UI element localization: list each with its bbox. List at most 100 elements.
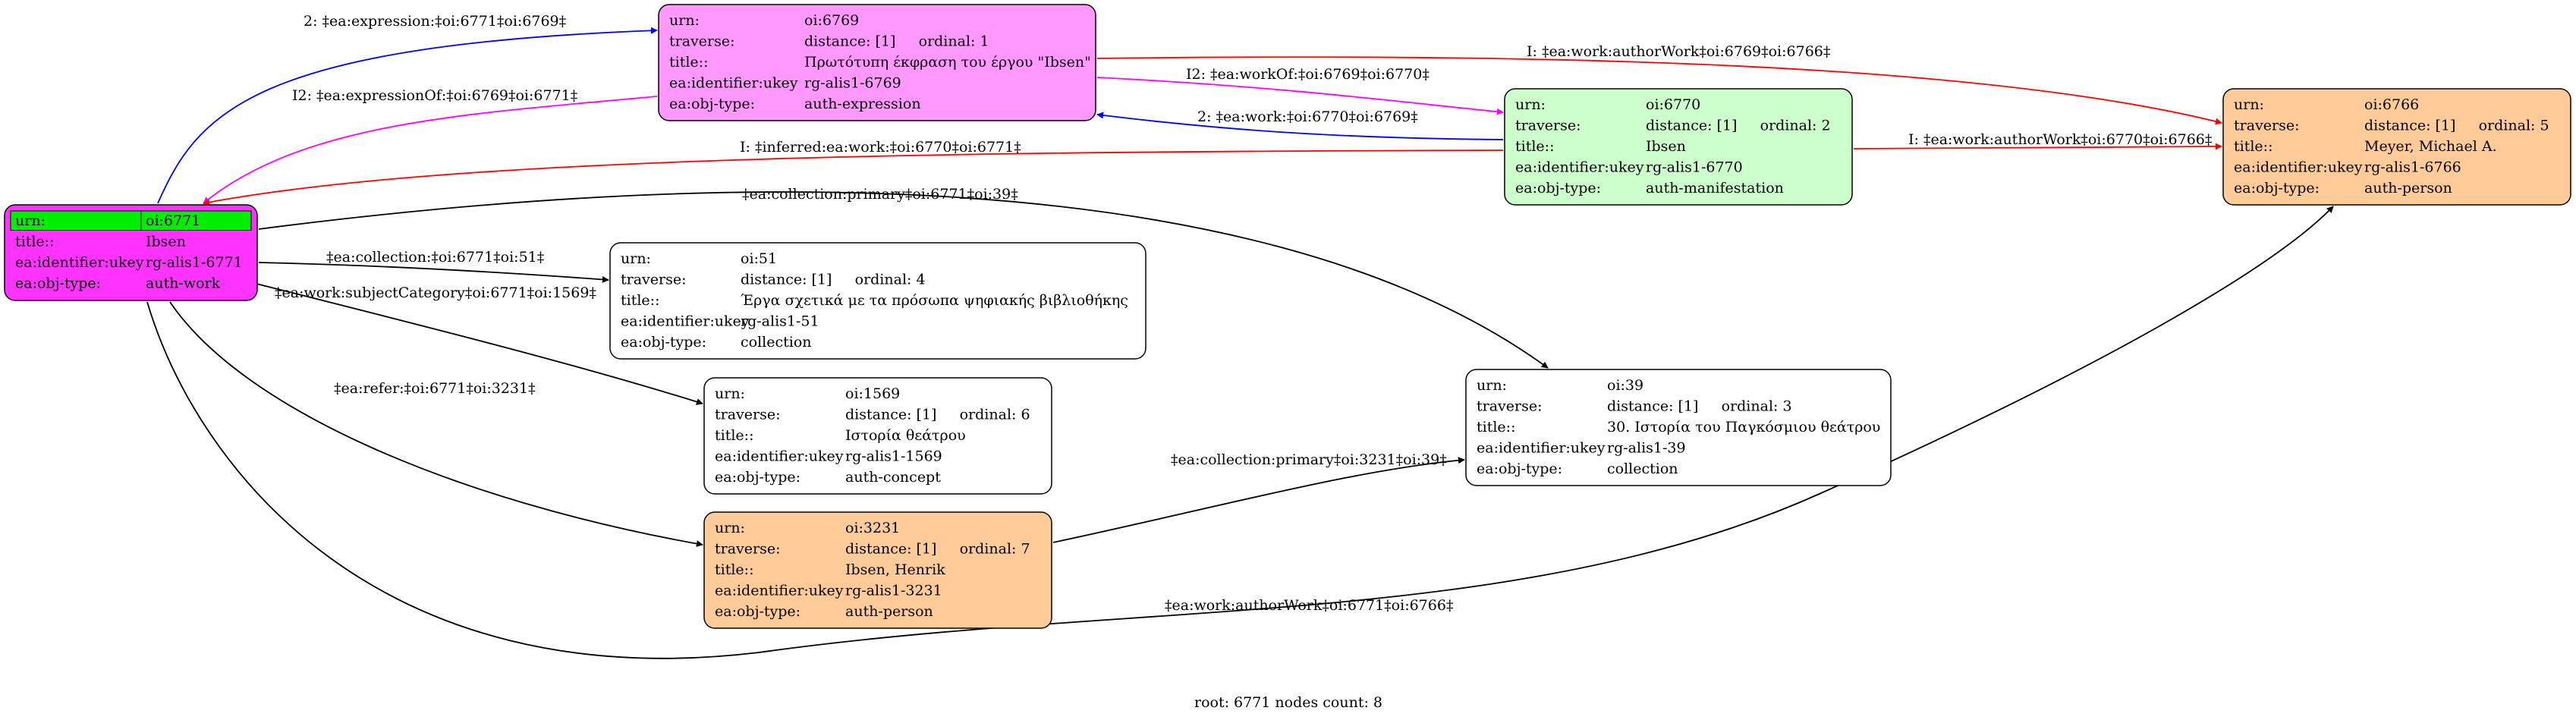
node-box bbox=[609, 242, 1146, 360]
node-field-key: ea:obj-type: bbox=[621, 334, 706, 351]
node-field-value: rg-alis1-6766 bbox=[2364, 159, 2461, 176]
node-field-key: title:: bbox=[669, 54, 708, 71]
node-field-value: rg-alis1-39 bbox=[1607, 440, 1686, 457]
footer-caption: root: 6771 nodes count: 8 bbox=[1194, 694, 1382, 711]
node-field-value: 30. Ιστορία του Παγκόσμιου θεάτρου bbox=[1607, 419, 1880, 435]
edge-label: ‡ea:collection:primary‡oi:3231‡oi:39‡ bbox=[1171, 451, 1447, 468]
edge-e11: ‡ea:refer:‡oi:6771‡oi:3231‡ bbox=[169, 301, 703, 548]
node-field-key: ea:obj-type: bbox=[1477, 461, 1562, 477]
node-field-key: urn: bbox=[1515, 96, 1546, 113]
node-field-value: oi:6771 bbox=[146, 212, 200, 229]
nodes-layer: urn:oi:6771title::Ibsenea:identifier:uke… bbox=[4, 4, 2571, 629]
node-oi3231: urn: oi:3231 traverse: distance: [1] ordina… bbox=[703, 511, 1052, 629]
node-field-key: urn: bbox=[715, 520, 745, 536]
edge-e5: 2: ‡ea:work:‡oi:6770‡oi:6769‡ bbox=[1096, 108, 1504, 140]
node-field-key: urn: bbox=[669, 12, 700, 29]
edge-line bbox=[1096, 112, 1504, 140]
node-field-key: title:: bbox=[715, 561, 753, 578]
node-field-value: rg-alis1-6771 bbox=[146, 254, 243, 271]
node-box bbox=[703, 511, 1052, 629]
edge-label: 2: ‡ea:work:‡oi:6770‡oi:6769‡ bbox=[1197, 108, 1418, 125]
edge-line bbox=[203, 96, 658, 204]
node-field-key: ea:identifier:ukey bbox=[1515, 159, 1644, 176]
edge-label: I: ‡ea:work:authorWork‡oi:6769‡oi:6766‡ bbox=[1527, 43, 1830, 60]
node-field-key: title:: bbox=[1515, 138, 1554, 155]
edge-label: ‡ea:collection:‡oi:6771‡oi:51‡ bbox=[326, 249, 544, 266]
node-field-value: auth-person bbox=[845, 603, 933, 620]
node-box bbox=[658, 4, 1096, 121]
node-field-value: collection bbox=[741, 334, 812, 351]
node-field-value: distance: [1] ordinal: 6 bbox=[845, 407, 1030, 423]
edge-label: I2: ‡ea:expressionOf:‡oi:6769‡oi:6771‡ bbox=[292, 87, 577, 104]
edge-e9: ‡ea:collection:‡oi:6771‡oi:51‡ bbox=[258, 249, 609, 283]
edge-line bbox=[1096, 56, 2222, 125]
edge-label: I: ‡ea:work:authorWork‡oi:6770‡oi:6766‡ bbox=[1908, 131, 2212, 148]
node-field-value: Ιστορία θεάτρου bbox=[845, 427, 966, 444]
node-field-key: traverse: bbox=[715, 541, 781, 558]
node-field-value: Πρωτότυπη έκφραση του έργου "Ibsen" bbox=[804, 54, 1091, 71]
node-field-key: ea:identifier:ukey bbox=[715, 583, 844, 599]
node-field-value: oi:3231 bbox=[845, 520, 900, 536]
edge-label: ‡ea:collection:primary‡oi:6771‡oi:39‡ bbox=[742, 186, 1018, 203]
node-field-value: rg-alis1-51 bbox=[741, 313, 819, 330]
edge-e12: ‡ea:collection:primary‡oi:3231‡oi:39‡ bbox=[1052, 451, 1465, 543]
node-field-value: distance: [1] ordinal: 1 bbox=[804, 33, 989, 50]
edge-e10: ‡ea:work:subjectCategory‡oi:6771‡oi:1569… bbox=[250, 281, 703, 405]
node-field-value: rg-alis1-6769 bbox=[804, 75, 901, 92]
node-box bbox=[2222, 88, 2571, 206]
node-field-value: oi:6770 bbox=[1646, 96, 1700, 113]
node-field-key: traverse: bbox=[2234, 118, 2300, 134]
node-field-key: urn: bbox=[2234, 96, 2264, 113]
node-field-value: collection bbox=[1607, 461, 1678, 477]
node-field-key: ea:identifier:ukey bbox=[669, 75, 798, 92]
node-oi6771: urn:oi:6771title::Ibsenea:identifier:uke… bbox=[4, 204, 258, 301]
node-field-key: ea:identifier:ukey bbox=[621, 313, 750, 330]
node-field-value: Ibsen bbox=[146, 234, 186, 250]
edge-label: ‡ea:work:authorWork‡oi:6771‡oi:6766‡ bbox=[1165, 597, 1453, 614]
node-field-key: title:: bbox=[715, 427, 753, 444]
node-field-value: auth-manifestation bbox=[1646, 180, 1784, 197]
node-field-key: traverse: bbox=[621, 272, 687, 288]
node-field-value: distance: [1] ordinal: 7 bbox=[845, 541, 1030, 558]
node-field-key: ea:identifier:ukey bbox=[15, 254, 144, 271]
node-field-value: oi:6766 bbox=[2364, 96, 2419, 113]
node-field-value: rg-alis1-6770 bbox=[1646, 159, 1743, 176]
node-field-value: auth-person bbox=[2364, 180, 2452, 197]
node-oi6766: urn: oi:6766 traverse: distance: [1] ordina… bbox=[2222, 88, 2571, 206]
edge-e1: 2: ‡ea:expression:‡oi:6771‡oi:6769‡ bbox=[157, 13, 658, 204]
node-field-key: title:: bbox=[621, 292, 659, 309]
edge-line bbox=[258, 262, 609, 283]
node-field-value: oi:39 bbox=[1607, 377, 1643, 394]
edge-label: I: ‡inferred:ea:work:‡oi:6770‡oi:6771‡ bbox=[740, 139, 1021, 156]
node-field-key: title:: bbox=[1477, 419, 1515, 435]
edge-e7: I: ‡inferred:ea:work:‡oi:6770‡oi:6771‡ bbox=[203, 139, 1504, 206]
edge-e13: ‡ea:work:authorWork‡oi:6771‡oi:6766‡ bbox=[146, 206, 2334, 659]
node-field-value: distance: [1] ordinal: 5 bbox=[2364, 118, 2549, 134]
edge-label: ‡ea:refer:‡oi:6771‡oi:3231‡ bbox=[334, 380, 536, 397]
edge-label: 2: ‡ea:expression:‡oi:6771‡oi:6769‡ bbox=[304, 13, 566, 30]
node-field-value: auth-work bbox=[146, 275, 221, 292]
node-field-value: oi:51 bbox=[741, 250, 777, 267]
node-field-value: Έργα σχετικά με τα πρόσωπα ψηφιακής βιβλ… bbox=[741, 292, 1128, 309]
node-field-value: Meyer, Michael A. bbox=[2364, 138, 2497, 155]
edge-e3: I: ‡ea:work:authorWork‡oi:6769‡oi:6766‡ bbox=[1096, 43, 2222, 125]
node-box bbox=[703, 377, 1052, 495]
node-field-key: ea:identifier:ukey bbox=[715, 448, 844, 465]
node-field-key: traverse: bbox=[1477, 398, 1543, 415]
node-field-value: distance: [1] ordinal: 3 bbox=[1607, 398, 1792, 415]
urn-highlight bbox=[10, 210, 252, 231]
edge-line bbox=[146, 206, 2334, 659]
edge-e6: I: ‡ea:work:authorWork‡oi:6770‡oi:6766‡ bbox=[1853, 131, 2222, 150]
node-field-value: rg-alis1-1569 bbox=[845, 448, 942, 465]
edge-e4: I2: ‡ea:workOf:‡oi:6769‡oi:6770‡ bbox=[1096, 66, 1504, 115]
node-field-value: oi:1569 bbox=[845, 385, 900, 402]
node-field-key: ea:obj-type: bbox=[15, 275, 101, 292]
edge-line bbox=[169, 301, 703, 548]
edge-line bbox=[1096, 77, 1504, 115]
node-field-key: ea:obj-type: bbox=[715, 469, 800, 486]
edge-line bbox=[1853, 143, 2222, 150]
